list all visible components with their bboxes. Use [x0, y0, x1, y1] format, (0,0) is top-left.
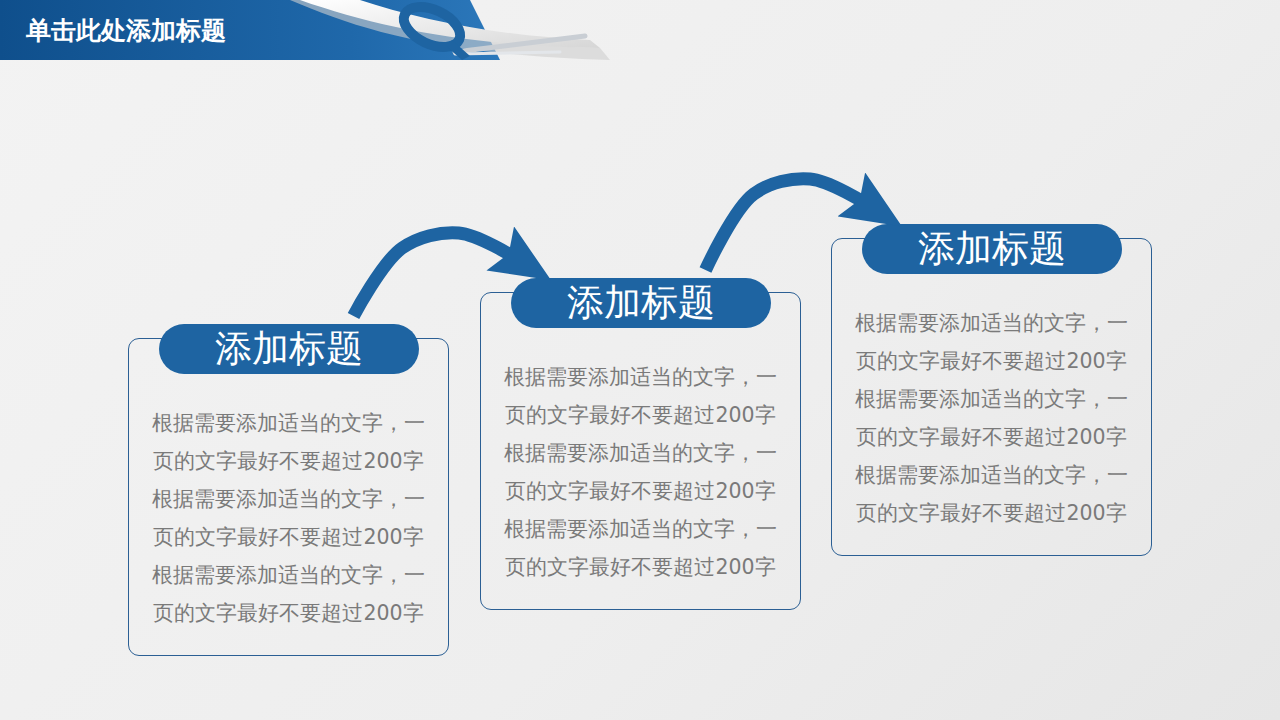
slide-title: 单击此处添加标题	[26, 14, 226, 48]
step-heading: 添加标题	[862, 224, 1122, 274]
scissor-handle	[446, 40, 470, 60]
flow-arrow	[354, 233, 516, 316]
scissor-blade	[455, 36, 585, 52]
step-body: 根据需要添加适当的文字，一 页的文字最好不要超过200字 根据需要添加适当的文字…	[849, 304, 1135, 532]
step-body: 根据需要添加适当的文字，一 页的文字最好不要超过200字 根据需要添加适当的文字…	[498, 358, 784, 586]
step-card: 添加标题根据需要添加适当的文字，一 页的文字最好不要超过200字 根据需要添加适…	[831, 238, 1152, 556]
step-heading: 添加标题	[511, 278, 771, 328]
scissors	[398, 0, 585, 60]
step-card: 添加标题根据需要添加适当的文字，一 页的文字最好不要超过200字 根据需要添加适…	[128, 338, 449, 656]
step-card: 添加标题根据需要添加适当的文字，一 页的文字最好不要超过200字 根据需要添加适…	[480, 292, 801, 610]
step-heading: 添加标题	[159, 324, 419, 374]
step-body: 根据需要添加适当的文字，一 页的文字最好不要超过200字 根据需要添加适当的文字…	[146, 404, 432, 632]
scissor-blade	[455, 52, 560, 54]
flow-arrow	[706, 179, 867, 270]
